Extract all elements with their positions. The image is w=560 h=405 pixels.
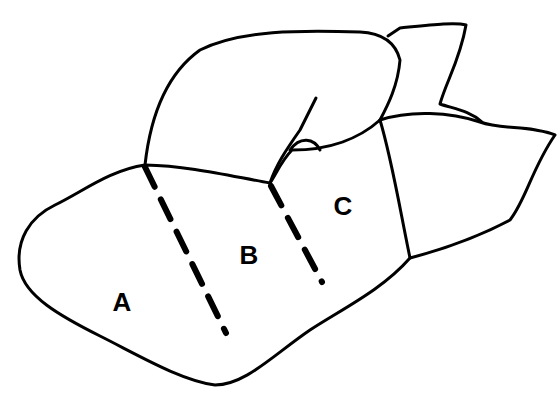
small-loop <box>290 140 320 150</box>
region-label: A <box>113 289 132 315</box>
dashed-divider <box>145 167 226 333</box>
lower-body <box>19 113 555 385</box>
dashed-divider <box>271 186 322 282</box>
region-label: B <box>240 242 259 268</box>
upper-right-lobe <box>388 24 482 122</box>
region-label: C <box>334 193 353 219</box>
solid-divider <box>380 120 410 258</box>
